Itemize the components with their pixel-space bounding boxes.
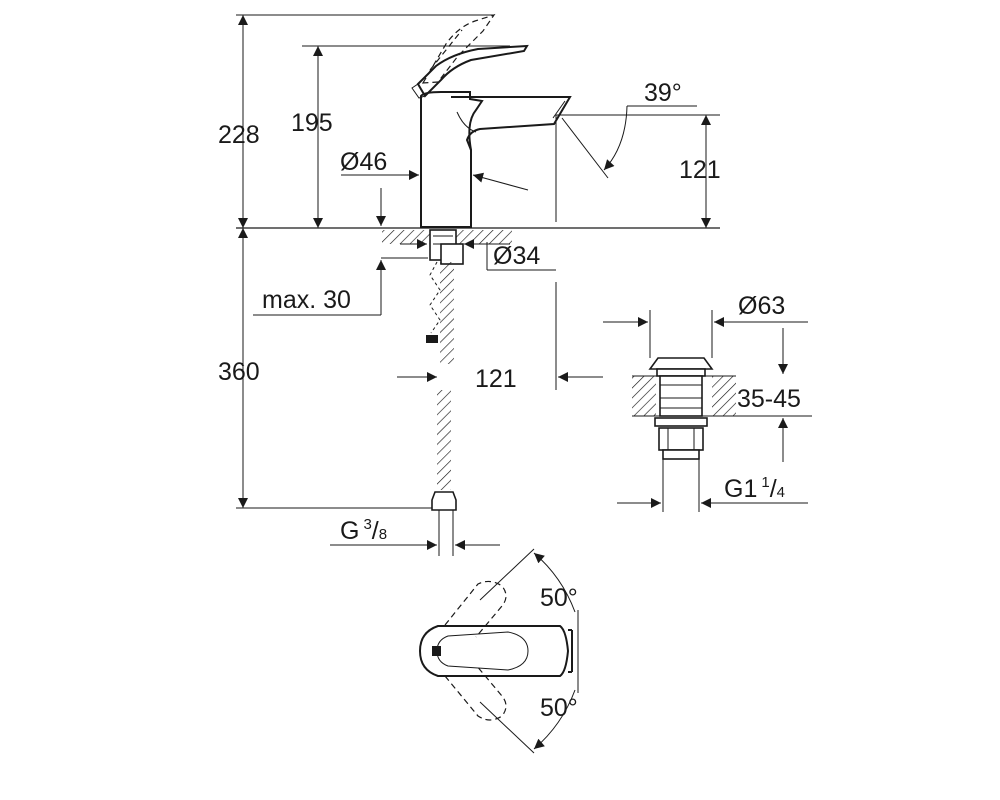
popup-chain (429, 261, 441, 334)
dim-spout-height: 195 (291, 109, 333, 137)
handle-raised-dashed (421, 13, 496, 84)
dim-handle-angle-right: 50° (540, 694, 578, 722)
faucet-dimensions: 228 195 Ø46 39° 121 Ø34 max. 30 (218, 14, 721, 556)
dim-handle-angle-left: 50° (540, 584, 578, 612)
dim-spout-angle: 39° (644, 79, 682, 107)
handle-rotated-right-dashed (444, 664, 507, 721)
dim-body-diameter: Ø46 (340, 148, 387, 176)
hose-connector (431, 491, 457, 511)
handle-lever (416, 44, 529, 98)
dim-total-height: 228 (218, 121, 260, 149)
hose-lower (437, 390, 451, 490)
dim-waste-deck: 35-45 (737, 385, 801, 413)
popup-clip (426, 335, 438, 343)
handle-top (418, 625, 570, 677)
faucet-body (420, 91, 484, 228)
waste-assembly (632, 357, 736, 460)
hose-upper (440, 262, 454, 364)
handle-rotated-left-dashed (444, 580, 507, 638)
waste-plug (648, 357, 714, 370)
top-view: 50° 50° (418, 548, 579, 754)
faucet-spout (451, 96, 572, 151)
dim-waste-diameter: Ø63 (738, 292, 785, 320)
dim-max-deck: max. 30 (262, 286, 351, 314)
dim-spout-projection: 121 (475, 365, 517, 393)
dim-hole-diameter: Ø34 (493, 242, 540, 270)
dim-spout-clearance: 121 (679, 156, 721, 184)
dim-hose-length: 360 (218, 358, 260, 386)
